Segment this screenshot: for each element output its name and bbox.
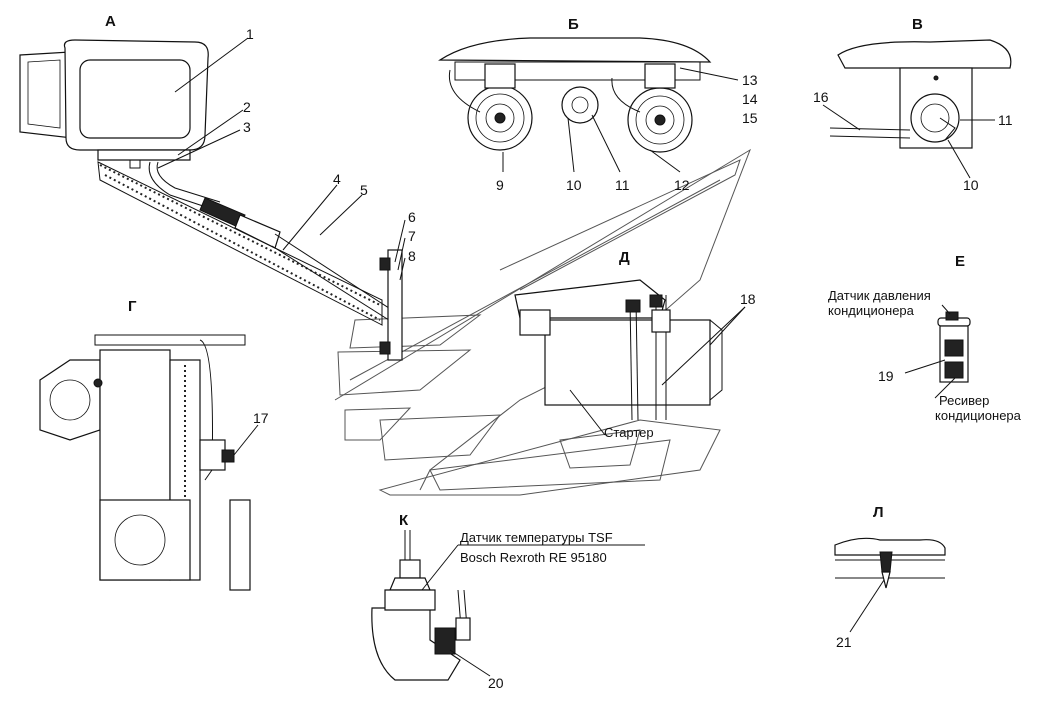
caption-pressure-sensor-line1: Датчик давления [828,288,931,303]
part-number-15: 15 [742,110,758,126]
part-number-19: 19 [878,368,894,384]
part-number-21: 21 [836,634,852,650]
view-label-d: Д [619,249,630,266]
caption-tsf-sensor-line1: Датчик температуры TSF [460,530,613,545]
part-number-11-v: 11 [998,112,1013,128]
caption-receiver-line1: Ресивер [939,393,989,408]
caption-pressure-sensor-line2: кондиционера [828,303,915,318]
view-a-headlight-assembly [19,39,403,361]
captions: Стартер Датчик давления кондиционера Рес… [460,288,1022,565]
caption-starter: Стартер [604,425,654,440]
part-number-9: 9 [496,177,504,193]
part-numbers: 1 2 3 4 5 6 7 8 9 10 11 12 13 14 15 16 1… [243,26,1013,691]
part-number-16: 16 [813,89,829,105]
part-number-7: 7 [408,228,416,244]
view-label-b: Б [568,16,579,33]
view-k-temp-sensor-assembly [371,530,471,681]
view-label-k: К [399,512,409,529]
part-number-8: 8 [408,248,416,264]
view-label-l: Л [873,504,884,521]
part-number-11-b: 11 [615,177,630,193]
part-number-12: 12 [674,177,690,193]
view-labels: А Б В Г Д Е К Л [105,13,965,529]
part-number-18: 18 [740,291,756,307]
caption-receiver-line2: кондиционера [935,408,1022,423]
part-number-13: 13 [742,72,758,88]
view-v-horn-side-assembly [829,39,1012,149]
part-number-3: 3 [243,119,251,135]
view-label-v: В [912,16,923,33]
view-l-clip-assembly [834,537,946,589]
part-number-1: 1 [246,26,254,42]
view-b-horns-assembly [438,37,712,153]
view-e-receiver-assembly [937,311,971,383]
part-number-5: 5 [360,182,368,198]
view-label-e: Е [955,253,965,270]
part-number-17: 17 [253,410,269,426]
caption-tsf-sensor-line2: Bosch Rexroth RE 95180 [460,550,607,565]
part-number-14: 14 [742,91,758,107]
view-label-a: А [105,13,116,30]
part-number-6: 6 [408,209,416,225]
part-number-4: 4 [333,171,341,187]
part-number-10-v: 10 [963,177,979,193]
part-number-2: 2 [243,99,251,115]
part-number-10-b: 10 [566,177,582,193]
view-g-engine-assembly [39,334,251,591]
part-number-20: 20 [488,675,504,691]
view-label-g: Г [128,298,137,315]
leader-lines [157,37,995,677]
view-d-starter-assembly [514,279,723,421]
